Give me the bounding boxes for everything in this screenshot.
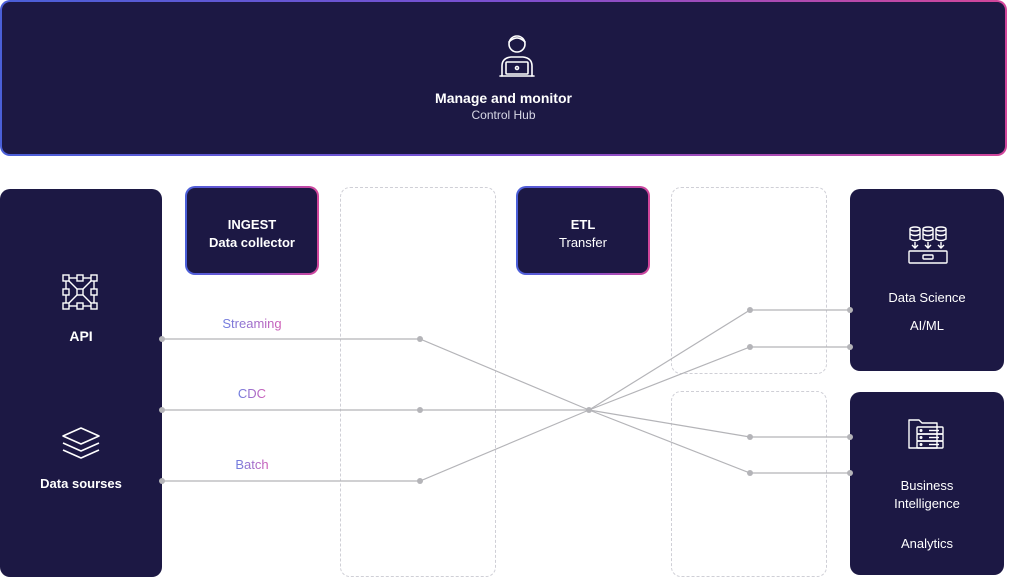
- server-folder-icon: [908, 419, 944, 449]
- node-dot: [847, 307, 853, 313]
- person-at-laptop-icon: [499, 35, 535, 77]
- control-hub-title: Manage and monitor: [435, 90, 572, 106]
- streaming-label: Streaming: [222, 316, 281, 331]
- api-label: API: [69, 328, 93, 344]
- cdc-label: CDC: [238, 386, 266, 401]
- bi-title-line1: Business: [900, 478, 954, 493]
- bi-title-line2: Intelligence: [894, 496, 960, 511]
- business-intelligence-panel: Business Intelligence Analytics: [850, 392, 1004, 575]
- ingest-lane: [340, 187, 496, 577]
- etl-title: ETL: [570, 217, 596, 232]
- batch-label: Batch: [235, 457, 268, 472]
- out-line-3: [588, 409, 850, 438]
- node-dot: [847, 344, 853, 350]
- node-dot: [747, 470, 753, 476]
- node-dot: [847, 434, 853, 440]
- node-dot: [159, 336, 165, 342]
- node-dot: [159, 407, 165, 413]
- database-stack-icon: [908, 226, 948, 264]
- control-hub-subtitle: Control Hub: [471, 108, 536, 122]
- ingest-box: INGEST Data collector: [185, 186, 319, 275]
- out-line-2: [588, 346, 850, 411]
- node-dot: [417, 407, 423, 413]
- data-science-panel: Data Science AI/ML: [850, 189, 1004, 371]
- node-dot: [586, 407, 592, 413]
- etl-box: ETL Transfer: [516, 186, 650, 275]
- node-dot: [417, 478, 423, 484]
- node-dot: [747, 434, 753, 440]
- ingest-title: INGEST: [227, 217, 277, 232]
- node-dot: [417, 336, 423, 342]
- node-dot: [847, 470, 853, 476]
- bi-subtitle: Analytics: [900, 536, 954, 551]
- etl-subtitle: Transfer: [559, 235, 607, 250]
- data-science-title: Data Science: [888, 290, 966, 305]
- data-sources-label: Data sourses: [40, 476, 122, 491]
- node-dot: [747, 307, 753, 313]
- network-grid-icon: [62, 274, 98, 310]
- etl-lane-lower: [671, 391, 827, 577]
- control-hub-panel: Manage and monitor Control Hub: [0, 0, 1007, 156]
- ingest-subtitle: Data collector: [209, 235, 295, 250]
- etl-lane-upper: [671, 187, 827, 374]
- node-dot: [159, 478, 165, 484]
- out-line-4: [588, 409, 850, 474]
- stacked-layers-icon: [62, 427, 100, 459]
- sources-panel: API Data sourses: [0, 189, 162, 577]
- node-dot: [747, 344, 753, 350]
- batch-line: [162, 409, 590, 482]
- streaming-line: [162, 338, 590, 411]
- data-science-subtitle: AI/ML: [910, 318, 944, 333]
